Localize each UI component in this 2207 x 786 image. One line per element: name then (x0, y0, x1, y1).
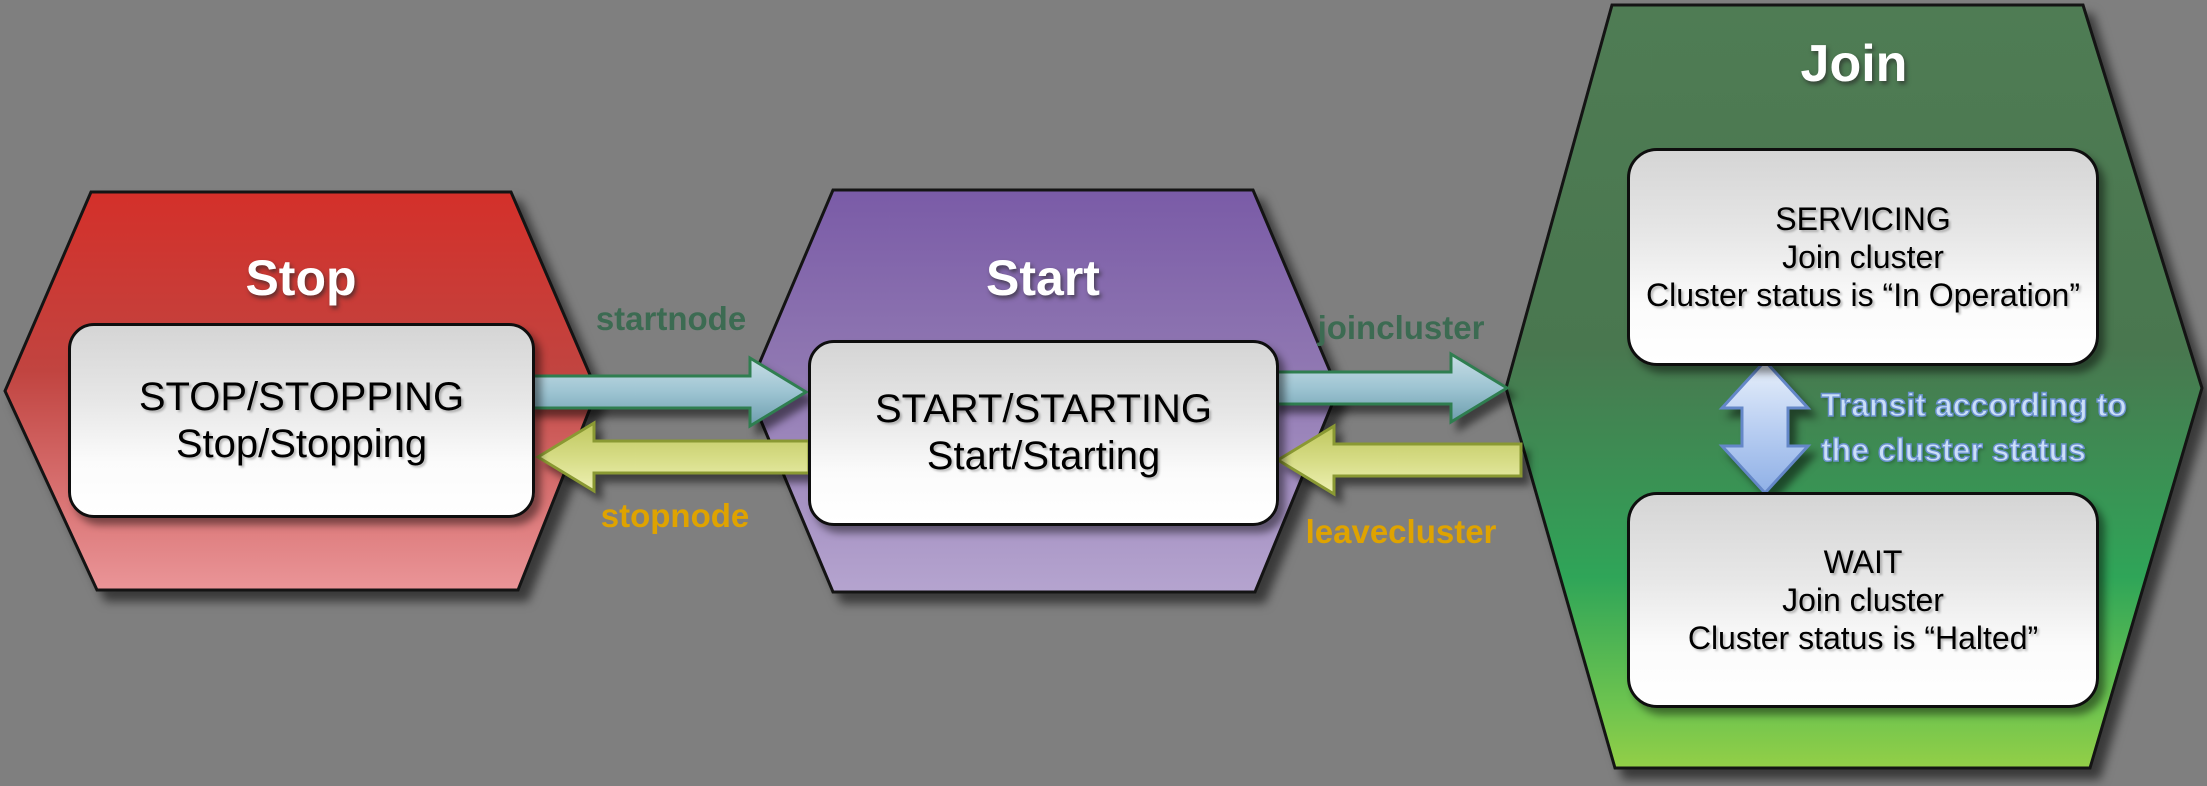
stop-state-line1: STOP/STOPPING (138, 374, 465, 419)
leavecluster-arrow (1275, 423, 1523, 497)
transit-annotation-line2: the cluster status (1820, 431, 2086, 468)
stopnode-arrow (535, 420, 811, 494)
transit-annotation-line1: Transit according to (1820, 386, 2127, 423)
stop-title: Stop (245, 250, 357, 306)
wait-line2: Join cluster (1782, 582, 1944, 618)
wait-state-box: WAIT Join cluster Cluster status is “Hal… (1627, 492, 2099, 708)
stop-state-line2: Stop/Stopping (175, 421, 428, 466)
transit-annotation: Transit according to the cluster status (1820, 383, 2201, 473)
start-title: Start (986, 250, 1100, 306)
servicing-line3: Cluster status is “In Operation” (1646, 277, 2080, 313)
stop-state-box: STOP/STOPPING Stop/Stopping (68, 323, 535, 518)
start-state-line1: START/STARTING (874, 387, 1213, 431)
joincluster-label: joincluster (1317, 309, 1485, 346)
start-state-box: START/STARTING Start/Starting (808, 340, 1279, 526)
join-title: Join (1800, 35, 1908, 93)
servicing-state-box: SERVICING Join cluster Cluster status is… (1627, 148, 2099, 366)
start-state-line2: Start/Starting (926, 434, 1161, 478)
servicing-line1: SERVICING (1775, 201, 1951, 237)
leavecluster-label: leavecluster (1305, 513, 1497, 550)
startnode-arrow (525, 355, 809, 429)
wait-line3: Cluster status is “Halted” (1687, 620, 2039, 656)
joincluster-arrow (1269, 351, 1510, 425)
servicing-line2: Join cluster (1782, 239, 1944, 275)
wait-line1: WAIT (1823, 544, 1903, 580)
startnode-label: startnode (595, 300, 747, 337)
stopnode-label: stopnode (600, 497, 750, 534)
